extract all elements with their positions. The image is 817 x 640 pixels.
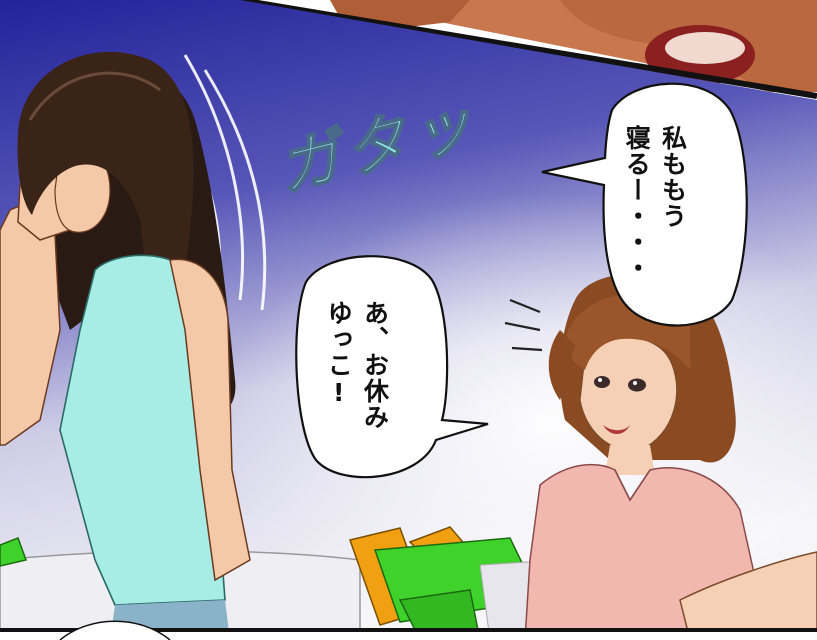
speech-text-right: 私ももう 寝るー・・・ xyxy=(622,125,688,281)
speech-bubble-left xyxy=(295,255,489,479)
surprise-lines xyxy=(504,298,543,352)
speech-bubble-right xyxy=(541,82,748,327)
speech-text-left: あ、お休み ゆっこ! xyxy=(324,300,390,430)
left-girl xyxy=(0,51,251,640)
